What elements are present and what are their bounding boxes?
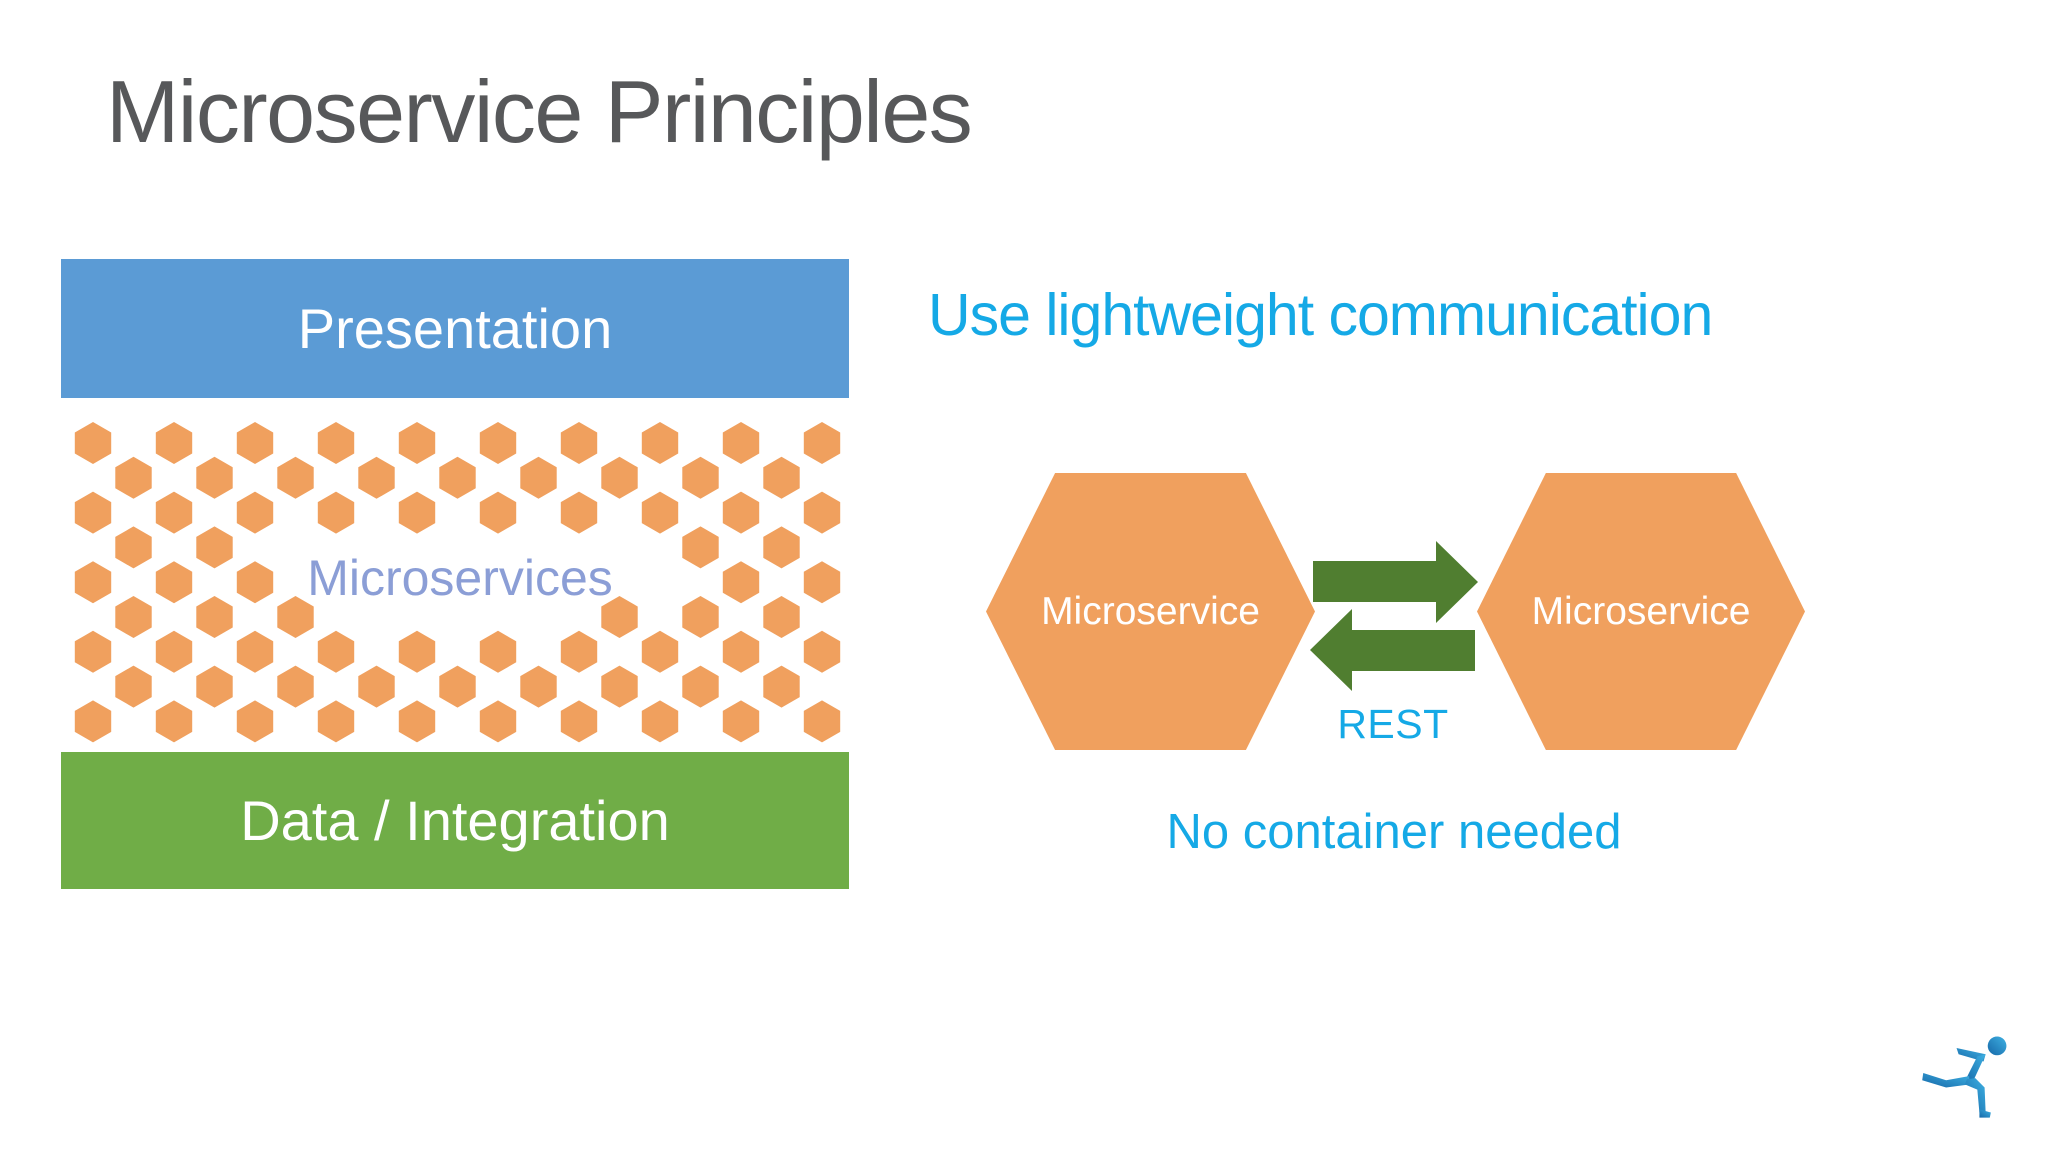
honeycomb-cell (196, 526, 233, 569)
honeycomb-cell (398, 422, 436, 464)
honeycomb-cell (763, 526, 800, 569)
honeycomb-cell (803, 491, 841, 534)
communication-heading: Use lightweight communication (928, 282, 1713, 348)
logo-front-leg (1922, 1072, 1971, 1088)
honeycomb-cell (155, 422, 193, 464)
honeycomb-cell (641, 700, 679, 743)
honeycomb-cell (236, 700, 274, 743)
honeycomb-cell (601, 665, 638, 708)
honeycomb-cell (641, 491, 679, 534)
honeycomb-cell (722, 491, 760, 534)
microservice-hexagon-left: Microservice (986, 473, 1315, 750)
honeycomb-cell (115, 665, 152, 708)
logo-rear-leg (1964, 1078, 1986, 1113)
honeycomb-cell (560, 700, 598, 743)
honeycomb-cell (479, 422, 517, 464)
honeycomb-cell (763, 456, 800, 499)
honeycomb-cell (236, 561, 274, 604)
honeycomb-cell (196, 665, 233, 708)
honeycomb-cell (74, 561, 112, 604)
honeycomb-cell (803, 700, 841, 743)
honeycomb-cell (763, 596, 800, 638)
honeycomb-cell (74, 700, 112, 743)
honeycomb-cell (74, 491, 112, 534)
honeycomb-cell (682, 526, 719, 569)
honeycomb-cell (641, 630, 679, 673)
honeycomb-cell (74, 422, 112, 464)
honeycomb-cell (398, 700, 436, 743)
honeycomb-cell (236, 630, 274, 673)
honeycomb-cell (155, 700, 193, 743)
honeycomb-cell (155, 561, 193, 604)
data-integration-label: Data / Integration (240, 789, 670, 852)
honeycomb-cell (155, 630, 193, 673)
microservice-hexagon-right: Microservice (1477, 473, 1805, 750)
honeycomb-cell (722, 630, 760, 673)
honeycomb-cell (439, 456, 476, 499)
microservice-label-right: Microservice (1531, 589, 1751, 633)
rest-protocol-label: REST (1337, 701, 1449, 747)
honeycomb-cell (479, 630, 517, 673)
honeycomb-cell (560, 422, 598, 464)
honeycomb-cell (236, 491, 274, 534)
no-container-note: No container needed (1166, 805, 1622, 859)
running-figure-logo (1922, 1036, 2007, 1118)
arrow-left-icon (1310, 609, 1475, 691)
honeycomb-cell (479, 491, 517, 534)
microservices-label: Microservices (307, 550, 613, 606)
honeycomb-cell (317, 630, 355, 673)
honeycomb-cell (236, 422, 274, 464)
honeycomb-cell (277, 456, 314, 499)
arrow-right-icon (1313, 541, 1478, 623)
honeycomb-cell (358, 456, 395, 499)
honeycomb-cell (277, 665, 314, 708)
honeycomb-cell (155, 491, 193, 534)
honeycomb-cell (560, 491, 598, 534)
honeycomb-cell (763, 665, 800, 708)
honeycomb-cell (682, 596, 719, 638)
honeycomb-cell (317, 422, 355, 464)
honeycomb-cell (601, 596, 638, 638)
honeycomb-cell (722, 561, 760, 604)
honeycomb-pattern (74, 422, 841, 743)
honeycomb-cell (398, 491, 436, 534)
honeycomb-cell (722, 700, 760, 743)
logo-head (1987, 1036, 2007, 1056)
microservice-label-left: Microservice (1041, 589, 1260, 633)
honeycomb-cell (722, 422, 760, 464)
honeycomb-cell (803, 422, 841, 464)
honeycomb-cell (115, 596, 152, 638)
presentation-layer-bar: Presentation (61, 259, 849, 398)
honeycomb-cell (196, 596, 233, 638)
honeycomb-cell (115, 526, 152, 569)
honeycomb-cell (115, 456, 152, 499)
slide-title: Microservice Principles (106, 62, 973, 161)
exchange-arrows-icon (1310, 541, 1478, 691)
honeycomb-cell (601, 456, 638, 499)
honeycomb-cell (520, 456, 557, 499)
honeycomb-cell (74, 630, 112, 673)
honeycomb-cell (196, 456, 233, 499)
honeycomb-cell (479, 700, 517, 743)
data-integration-bar: Data / Integration (61, 752, 849, 889)
honeycomb-cell (803, 561, 841, 604)
honeycomb-cell (439, 665, 476, 708)
honeycomb-cell (560, 630, 598, 673)
honeycomb-cell (520, 665, 557, 708)
honeycomb-cell (641, 422, 679, 464)
logo-torso (1964, 1054, 1986, 1084)
honeycomb-cell (682, 665, 719, 708)
honeycomb-cell (317, 700, 355, 743)
honeycomb-cell (317, 491, 355, 534)
honeycomb-cell (803, 630, 841, 673)
honeycomb-cell (358, 665, 395, 708)
honeycomb-cell (277, 596, 314, 638)
honeycomb-cell (398, 630, 436, 673)
honeycomb-cell (682, 456, 719, 499)
logo-foot (1979, 1109, 1991, 1118)
presentation-label: Presentation (297, 297, 613, 360)
